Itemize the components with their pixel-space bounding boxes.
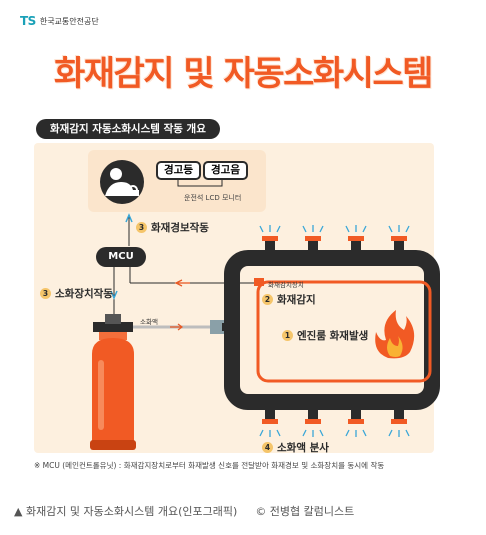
top-nozzles bbox=[259, 225, 410, 252]
step-engine-fire: 1 엔진룸 화재발생 bbox=[282, 328, 368, 343]
flame-icon bbox=[375, 310, 415, 359]
pipe-loop bbox=[224, 250, 440, 410]
step-number: 3 bbox=[40, 288, 51, 299]
step-number: 4 bbox=[262, 442, 273, 453]
step-fire-alarm: 3 화재경보작동 bbox=[136, 220, 209, 235]
step-number: 3 bbox=[136, 222, 147, 233]
caption-credit: © 전병협 칼럼니스트 bbox=[255, 505, 355, 518]
step-number: 2 bbox=[262, 294, 273, 305]
section-subtitle: 화재감지 자동소화시스템 작동 개요 bbox=[36, 119, 220, 139]
step-label: 소화장치작동 bbox=[55, 288, 113, 300]
mcu-badge: MCU bbox=[96, 247, 146, 267]
driver-icon bbox=[100, 160, 144, 204]
step-label: 화재경보작동 bbox=[151, 222, 209, 234]
footnote: ※ MCU (메인컨트롤유닛) : 화재감지장치로부터 화재발생 신호를 전달받… bbox=[34, 461, 385, 470]
step-number: 1 bbox=[282, 330, 293, 341]
step-spray: 4 소화액 분사 bbox=[262, 440, 329, 455]
caption-text: ▲ 화재감지 및 자동소화시스템 개요(인포그래픽) bbox=[14, 505, 238, 518]
step-label: 화재감지 bbox=[277, 294, 316, 306]
warning-lamp-label: 경고등 bbox=[156, 161, 201, 180]
extinguishant-label: 소화액 bbox=[140, 318, 158, 326]
page-title: 화재감지 및 자동소화시스템 bbox=[53, 54, 434, 94]
step-fire-detection: 2 화재감지 bbox=[262, 292, 316, 307]
logo-org-name: 한국교통안전공단 bbox=[39, 16, 99, 26]
arrow-up-icon bbox=[125, 213, 133, 223]
flow-arrow-icon bbox=[170, 323, 183, 331]
extinguisher-cylinder bbox=[90, 314, 136, 450]
image-caption: ▲ 화재감지 및 자동소화시스템 개요(인포그래픽) © 전병협 칼럼니스트 bbox=[14, 503, 354, 519]
step-label: 소화액 분사 bbox=[277, 442, 329, 454]
ts-logo: TS 한국교통안전공단 bbox=[20, 14, 99, 28]
lcd-monitor-label: 운전석 LCD 모니터 bbox=[184, 194, 242, 202]
warning-sound-label: 경고음 bbox=[203, 161, 248, 180]
detector-label: 화재감지장치 bbox=[268, 281, 304, 289]
step-label: 엔진룸 화재발생 bbox=[297, 330, 369, 342]
logo-mark: TS bbox=[20, 14, 36, 28]
arrow-down-icon bbox=[110, 290, 118, 300]
step-extinguisher-activation: 3 소화장치작동 bbox=[40, 286, 113, 301]
bottom-nozzles bbox=[259, 408, 410, 437]
